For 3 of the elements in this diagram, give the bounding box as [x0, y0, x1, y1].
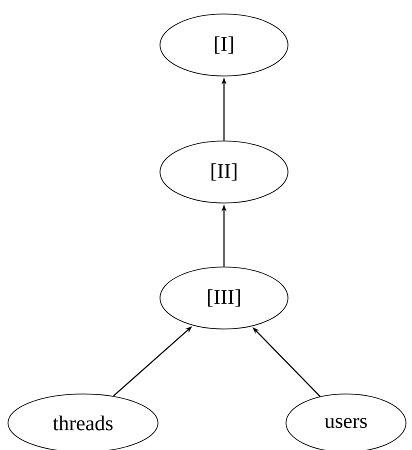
ellipse-node: [III]	[160, 266, 288, 330]
ellipse-node: [II]	[160, 140, 288, 204]
ellipse-node: [I]	[160, 14, 288, 76]
